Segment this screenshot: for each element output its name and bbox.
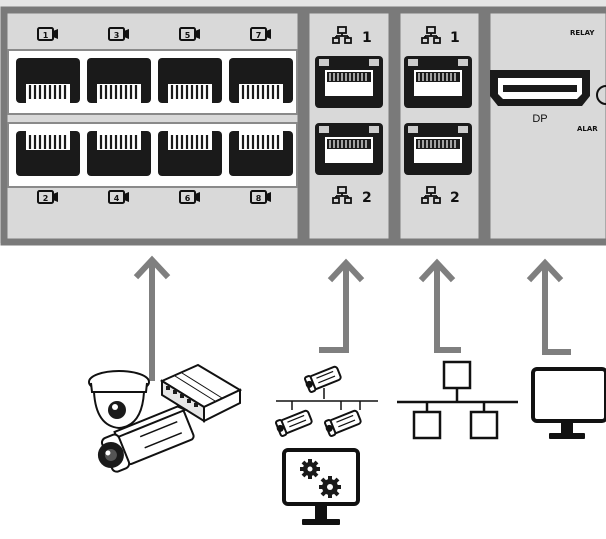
monitor-icon [531, 367, 606, 439]
network-port-label: 2 [450, 190, 460, 206]
display-port-block: DP RELAY ALAR [483, 6, 606, 246]
network-port-block-2: 1 2 [393, 6, 486, 246]
arrow-display [542, 262, 571, 355]
bullet-camera-icon [97, 405, 195, 473]
network-port-block-1: 1 2 [302, 6, 396, 246]
alarm-label: ALAR [577, 125, 598, 133]
network-port-label: 1 [362, 30, 372, 46]
network-port-upper[interactable] [314, 55, 384, 109]
ip-camera-network-icon [272, 363, 378, 439]
network-port-label: 2 [362, 190, 372, 206]
camera-port-1[interactable] [14, 56, 82, 105]
poe-switch-icon [159, 363, 243, 423]
camera-port-number: 1 [43, 31, 49, 40]
bullet-camera-icon [272, 407, 314, 439]
camera-port-number: 2 [43, 194, 49, 203]
camera-port-number: 7 [256, 31, 262, 40]
camera-port-6[interactable] [156, 129, 224, 178]
arrow-network-1 [319, 262, 349, 353]
alarm-terminal [596, 85, 606, 105]
dome-camera-icon [88, 370, 150, 430]
gear-icon [300, 459, 320, 479]
camera-port-number: 6 [185, 194, 191, 203]
bullet-camera-icon [301, 363, 343, 395]
camera-port-number: 8 [256, 194, 262, 203]
camera-port-4[interactable] [85, 129, 153, 178]
camera-port-number: 5 [185, 31, 191, 40]
camera-port-number: 3 [114, 31, 120, 40]
camera-port-7[interactable] [227, 56, 295, 105]
settings-monitor-icon [282, 448, 360, 525]
network-port-upper[interactable] [403, 55, 473, 109]
camera-port-block: 1 3 5 7 2 4 6 8 [0, 6, 305, 246]
relay-label: RELAY [570, 29, 595, 37]
network-port-label: 1 [450, 30, 460, 46]
network-port-lower[interactable] [403, 122, 473, 176]
camera-port-2[interactable] [14, 129, 82, 178]
arrow-network-2 [434, 262, 461, 353]
camera-port-5[interactable] [156, 56, 224, 105]
camera-port-3[interactable] [85, 56, 153, 105]
camera-port-number: 4 [114, 194, 120, 203]
gear-icon [319, 476, 341, 498]
camera-port-8[interactable] [227, 129, 295, 178]
display-port-label: DP [532, 113, 547, 125]
network-port-lower[interactable] [314, 122, 384, 176]
network-topology-icon [397, 360, 518, 440]
connection-arrows [133, 255, 571, 381]
bullet-camera-icon [321, 407, 363, 439]
